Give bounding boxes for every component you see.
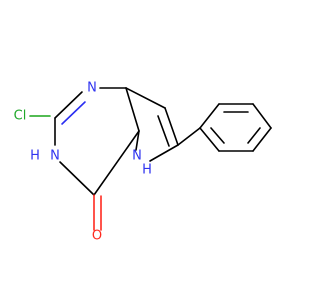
phenyl-bond-3 [252,103,272,129]
bond-n3-c4 [59,161,95,196]
phenyl-bond-4 [252,127,272,152]
nitrogen-atom-5: N [132,149,142,164]
phenyl-bond-1 [199,103,220,129]
bond-n5-c4a [135,130,140,151]
nitrogen-atom-3-h: H [30,149,40,164]
bond-c6-n5 [149,144,179,162]
phenyl-bond-6 [199,127,220,152]
nitrogen-atom-1: N [87,81,97,96]
phenyl-double-3 [210,127,225,144]
nitrogen-atom-5-h: H [142,163,152,178]
bond-c2-n1-double [61,101,86,125]
bond-c6-phenyl [177,127,201,146]
nitrogen-atom-3: N [50,149,60,164]
chlorine-atom: Cl [14,109,27,124]
bond-c7-c6 [164,107,179,146]
oxygen-atom: O [92,229,102,244]
bond-c7a-c4a [125,87,140,132]
phenyl-double-2 [247,127,261,144]
bond-c4-c4a [93,130,140,196]
bond-c7-c6-double [157,115,170,147]
molecule-svg: Cl N H N N H O [14,81,272,244]
molecule-diagram: Cl N H N N H O [13,80,272,244]
bond-c2-n1 [54,91,83,119]
bond-c7a-c7 [125,87,166,109]
